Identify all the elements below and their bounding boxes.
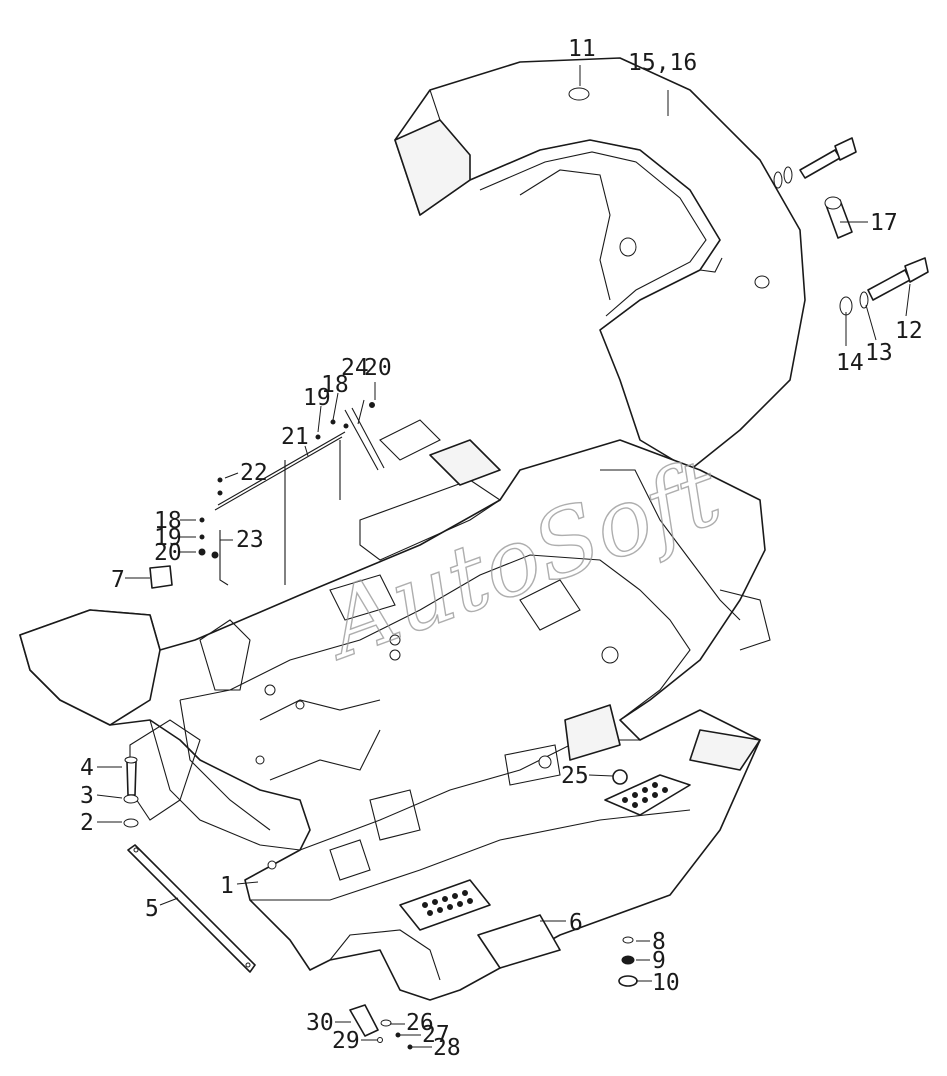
callout-19-left: 19: [154, 525, 182, 551]
callout-30: 30: [306, 1010, 334, 1036]
bolt-4: [123, 756, 139, 828]
callout-9: 9: [652, 948, 666, 974]
callout-24: 24: [341, 355, 369, 381]
bracket-5: [127, 844, 256, 973]
front-step-grille: [399, 879, 491, 931]
callout-17: 17: [870, 210, 898, 236]
bolt-upper: [773, 137, 857, 189]
pin-17: [824, 196, 853, 239]
callout-27: 27: [422, 1022, 450, 1048]
side-hole: [754, 275, 770, 289]
leader-lines: [96, 65, 911, 1048]
callout-23: 23: [236, 527, 264, 553]
rear-counterweight-cover: [394, 57, 806, 471]
callout-20-left: 20: [154, 540, 182, 566]
callout-25: 25: [561, 763, 589, 789]
callout-28: 28: [433, 1035, 461, 1061]
bolt-28: [407, 1044, 413, 1050]
washer-27: [395, 1032, 401, 1038]
lifting-hole: [568, 87, 590, 101]
pin-hole: [619, 237, 637, 257]
plate-26: [380, 1019, 392, 1027]
callout-5: 5: [145, 896, 159, 922]
callout-3: 3: [80, 783, 94, 809]
washer-8: [622, 936, 634, 944]
callout-10: 10: [652, 970, 680, 996]
callout-6: 6: [569, 910, 583, 936]
callout-2: 2: [80, 810, 94, 836]
washer-13: [859, 291, 869, 309]
washer-3: [123, 794, 139, 804]
bolt-12: [839, 257, 929, 316]
plate-6: [477, 914, 561, 969]
callout-labels: 11 15,16 17 12 13 14 19 18 24 20 21 22 2…: [80, 36, 923, 1061]
callout-18-left: 18: [154, 508, 182, 534]
plug-25: [612, 769, 628, 785]
washer-2: [123, 818, 139, 828]
callout-7: 7: [111, 567, 125, 593]
callout-14: 14: [836, 350, 864, 376]
callout-13: 13: [865, 340, 893, 366]
callout-19-top: 19: [303, 385, 331, 411]
callout-21: 21: [281, 424, 309, 450]
callout-20-top: 20: [364, 355, 392, 381]
nut-9: [621, 955, 635, 965]
callout-4: 4: [80, 755, 94, 781]
callout-15-16: 15,16: [628, 50, 697, 76]
main-frame: [19, 419, 771, 1001]
callout-12: 12: [895, 318, 923, 344]
callout-11: 11: [568, 36, 596, 62]
callout-8: 8: [652, 929, 666, 955]
clip-29: [377, 1037, 383, 1043]
hardware-8-9-10: [618, 936, 638, 987]
callout-29: 29: [332, 1028, 360, 1054]
cap-10: [618, 975, 638, 987]
linkage-rods: [149, 402, 385, 589]
callout-1: 1: [220, 873, 234, 899]
callout-26: 26: [406, 1010, 434, 1036]
callout-22: 22: [240, 460, 268, 486]
left-step-plate: [19, 609, 161, 726]
side-step-grille: [604, 774, 691, 816]
callout-18-top: 18: [321, 372, 349, 398]
